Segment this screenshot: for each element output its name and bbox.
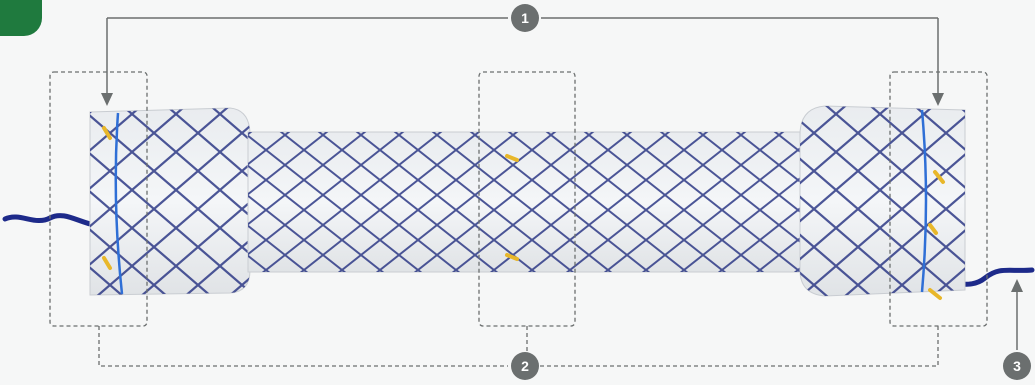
callout-label-2: 2 [521,358,529,374]
arrow-right-down-icon [932,93,944,106]
middle-highlight-box [478,71,576,327]
callout-1-bracket [106,17,939,96]
callout-badge-3: 3 [1003,352,1031,380]
left-end-highlight-box [49,71,148,327]
callout-2-bracket [98,326,939,367]
corner-accent [0,0,42,36]
callout-badge-2: 2 [511,352,539,380]
arrow-left-down-icon [101,93,113,106]
callout-badge-1: 1 [511,4,539,32]
arrow-up-icon [1011,279,1023,292]
callout-label-1: 1 [521,10,529,26]
callout-label-3: 3 [1013,358,1021,374]
stent-body [89,105,966,300]
left-lead-wire [2,213,103,229]
